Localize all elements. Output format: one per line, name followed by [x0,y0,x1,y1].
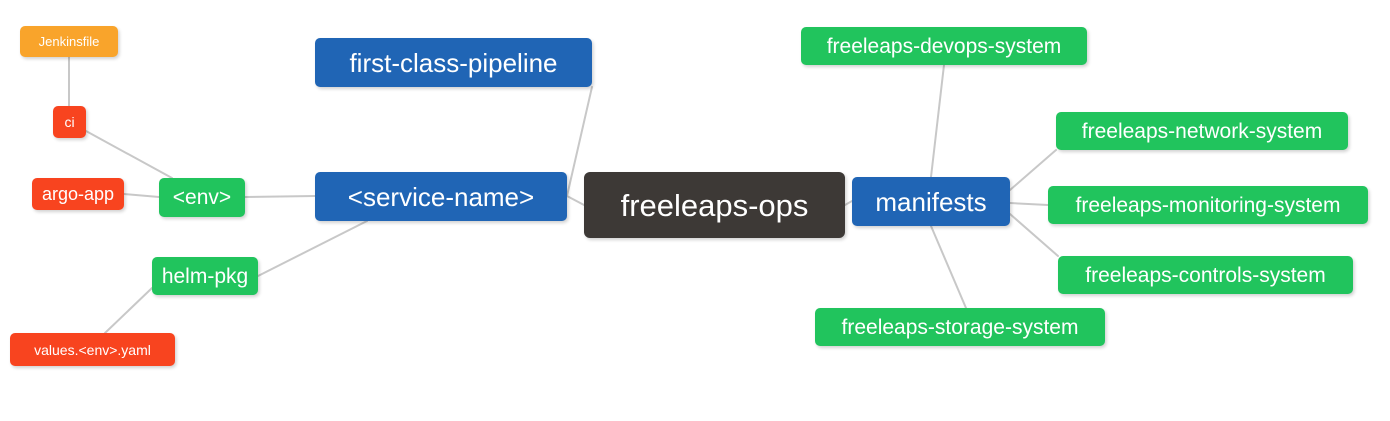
mindmap-node-values[interactable]: values.<env>.yaml [10,333,175,366]
node-label: <env> [172,186,232,209]
mindmap-node-monitoring[interactable]: freeleaps-monitoring-system [1048,186,1368,224]
mindmap-node-service[interactable]: <service-name> [315,172,567,221]
mindmap-node-jenkinsfile[interactable]: Jenkinsfile [20,26,118,57]
edge-root-to-service [566,195,585,206]
node-label: Jenkinsfile [38,34,100,49]
mindmap-node-devops[interactable]: freeleaps-devops-system [801,27,1087,65]
node-label: freeleaps-storage-system [841,315,1079,339]
edge-root-to-manifests [844,200,853,206]
edge-env-to-argo [123,193,160,198]
node-label: argo-app [41,184,115,204]
edge-service-to-helm [257,220,368,277]
mindmap-node-storage[interactable]: freeleaps-storage-system [815,308,1105,346]
mindmap-node-manifests[interactable]: manifests [852,177,1010,226]
mindmap-node-helm[interactable]: helm-pkg [152,257,258,295]
mindmap-node-env[interactable]: <env> [159,178,245,217]
edge-manifests-to-devops [930,64,945,178]
edge-manifests-to-monitoring [1009,202,1049,206]
node-label: freeleaps-ops [620,187,809,223]
mindmap-node-pipeline[interactable]: first-class-pipeline [315,38,592,87]
edge-manifests-to-storage [930,225,967,309]
node-label: freeleaps-devops-system [826,34,1062,58]
node-label: manifests [875,186,987,217]
edge-helm-to-values [104,287,153,334]
node-label: ci [64,114,75,130]
edge-env-to-ci [85,130,173,179]
mindmap-node-argo[interactable]: argo-app [32,178,124,210]
mindmap-node-root[interactable]: freeleaps-ops [584,172,845,238]
node-label: <service-name> [347,181,535,212]
node-label: values.<env>.yaml [34,341,151,358]
node-label: helm-pkg [161,264,249,288]
node-label: freeleaps-network-system [1081,119,1323,143]
mindmap-node-ci[interactable]: ci [53,106,86,138]
node-label: freeleaps-monitoring-system [1075,193,1341,217]
mindmap-node-network[interactable]: freeleaps-network-system [1056,112,1348,150]
edge-service-to-env [244,195,316,198]
node-label: freeleaps-controls-system [1085,263,1326,287]
node-label: first-class-pipeline [349,47,558,78]
mindmap-node-controls[interactable]: freeleaps-controls-system [1058,256,1353,294]
edge-manifests-to-network [1009,149,1057,191]
